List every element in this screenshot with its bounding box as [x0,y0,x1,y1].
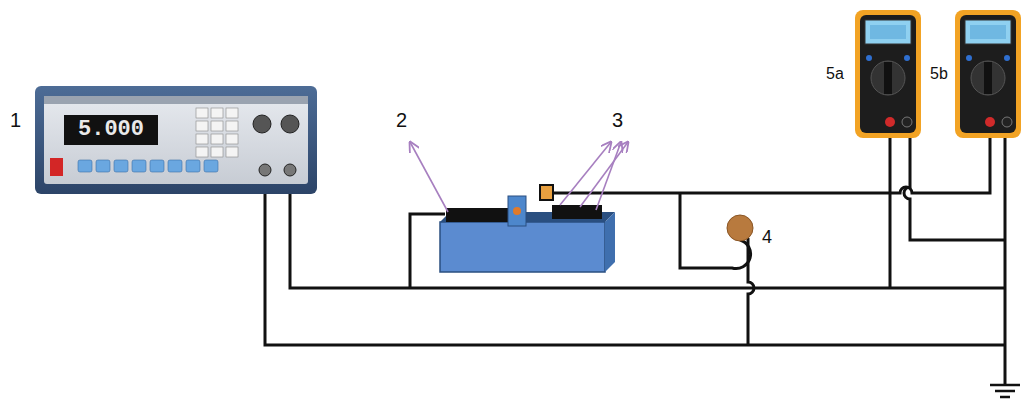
keypad-key [226,108,238,118]
function-generator [35,86,317,194]
panel-button [150,160,164,172]
panel-button [204,160,218,172]
keypad-key [196,121,208,131]
panel-button [132,160,146,172]
leader-lines [410,142,628,212]
multimeter [855,10,921,138]
callout-number: 3 [612,110,623,130]
keypad-key [211,121,223,131]
wires [265,132,1005,385]
keypad-key [211,134,223,144]
electrode [446,208,514,222]
panel-button [96,160,110,172]
keypad-key [196,147,208,157]
keypad-key [196,134,208,144]
keypad-key [226,147,238,157]
keypad-key [211,108,223,118]
callout-number: 1 [10,110,21,130]
sample-disc [727,215,753,241]
panel-button [186,160,200,172]
panel-button [78,160,92,172]
callout-number: 5a [826,66,844,82]
ground-symbol [990,385,1020,397]
keypad-key [196,108,208,118]
multimeters [855,10,1021,138]
callout-number: 4 [762,228,772,246]
display-readout: 5.000 [78,119,144,141]
keypad-key [226,121,238,131]
container [440,185,615,272]
keypad-key [211,147,223,157]
callout-number: 2 [396,110,407,130]
keypad-key [226,134,238,144]
electrode [552,205,602,219]
panel-button [114,160,128,172]
panel-button [168,160,182,172]
multimeter [955,10,1021,138]
callout-number: 5b [930,66,948,82]
